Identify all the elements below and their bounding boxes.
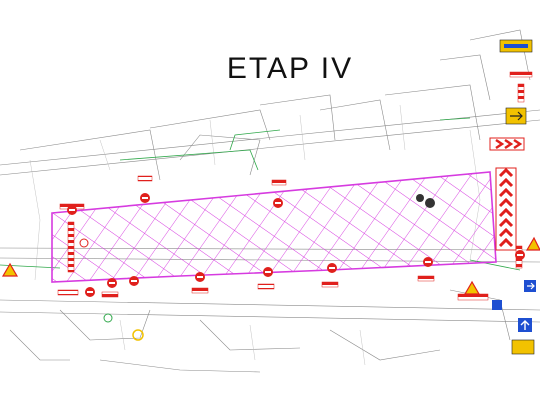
barrier-right-bottom <box>457 293 489 301</box>
barrier-bottom-5 <box>417 275 435 282</box>
chevron-arrow-board-horizontal <box>489 137 525 151</box>
barrier-top-right <box>509 71 533 78</box>
no-entry-sign-icon <box>140 193 150 203</box>
stage-title: ETAP IV <box>226 52 354 85</box>
warning-triangle-sign-icon <box>1 262 19 277</box>
warning-triangle-sign-icon <box>525 236 540 251</box>
detour-sign-icon <box>511 339 535 355</box>
warning-triangle-sign-icon <box>463 280 481 295</box>
no-entry-sign-icon <box>515 250 525 260</box>
no-entry-sign-icon <box>327 263 337 273</box>
detour-sign-icon <box>505 107 527 125</box>
warning-signs <box>1 39 540 355</box>
no-entry-sign-icon <box>129 276 139 286</box>
barrier-top-mid <box>137 175 153 182</box>
no-entry-sign-icon <box>423 257 433 267</box>
detour-sign-icon <box>499 39 533 53</box>
no-entry-sign-icon <box>85 287 95 297</box>
barrier-top-mid-2 <box>271 179 287 186</box>
barrier-bottom-1 <box>101 291 119 298</box>
utility-symbols <box>79 194 435 341</box>
no-entry-sign-icon <box>67 205 77 215</box>
barrier-bottom-3 <box>257 283 275 290</box>
no-entry-sign-icon <box>195 272 205 282</box>
chevron-arrow-board-column <box>495 167 517 251</box>
direction-arrow-sign-icon <box>524 280 536 292</box>
barrier-left-vertical <box>67 221 75 273</box>
direction-arrow-sign-icon <box>492 300 502 310</box>
no-entry-sign-icon <box>107 278 117 288</box>
no-entry-signs <box>67 193 525 297</box>
barrier-bottom-4 <box>321 281 339 288</box>
barrier-left-bottom <box>57 289 79 296</box>
no-entry-sign-icon <box>263 267 273 277</box>
barrier-right-1 <box>517 83 525 103</box>
no-entry-sign-icon <box>273 198 283 208</box>
direction-arrow-sign-icon <box>518 318 532 332</box>
barrier-bottom-2 <box>191 287 209 294</box>
